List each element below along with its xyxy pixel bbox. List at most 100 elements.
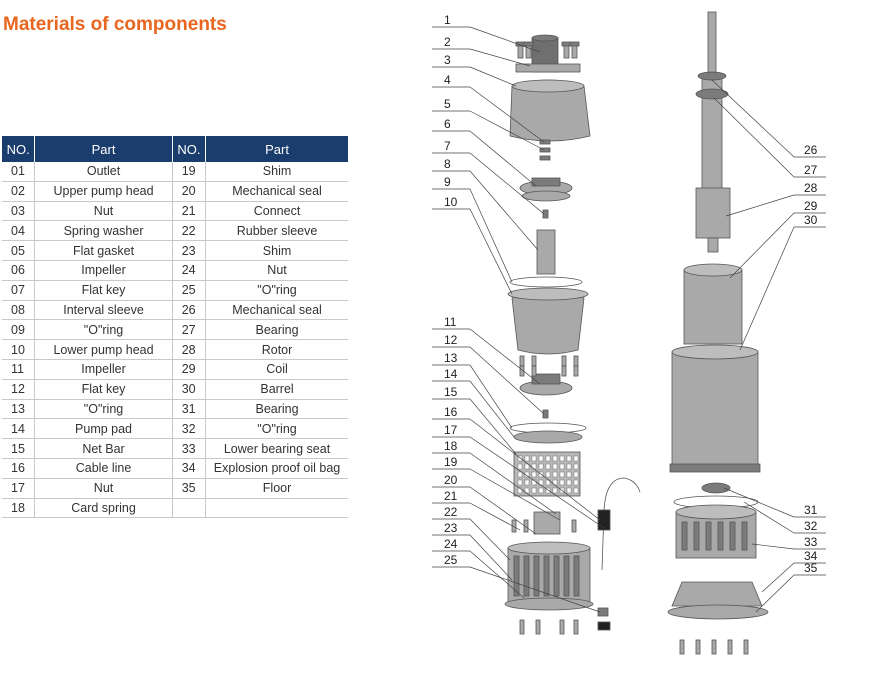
- cell-part: Pump pad: [34, 418, 173, 440]
- cell-no: 28: [172, 339, 207, 360]
- seat-rib: [717, 521, 724, 551]
- net-hole: [531, 463, 537, 470]
- leader-line: [469, 152, 545, 215]
- leader-line: [739, 226, 795, 351]
- leader-line: [711, 79, 795, 158]
- callout-label: 10: [444, 195, 458, 209]
- cell-no: 02: [2, 181, 36, 202]
- cell-part: Spring washer: [34, 220, 173, 242]
- net-hole: [566, 487, 572, 494]
- cell-part: Net Bar: [34, 438, 173, 459]
- cell-no: 22: [172, 220, 207, 242]
- net-hole: [531, 479, 537, 486]
- bolt-part: [535, 619, 541, 635]
- housing-rib: [573, 555, 580, 597]
- leader-line: [723, 487, 795, 518]
- leader-line: [751, 543, 795, 550]
- bolt-part: [519, 355, 525, 367]
- coil-top: [683, 263, 743, 277]
- net-hole: [517, 455, 523, 462]
- leader-line: [469, 418, 601, 521]
- cell-no: 13: [2, 399, 36, 420]
- o-ring-part: [509, 276, 583, 288]
- housing-rib: [543, 555, 550, 597]
- cell-part: Mechanical seal: [205, 181, 348, 202]
- cell-no: 05: [2, 240, 36, 261]
- callout-label: 28: [804, 181, 818, 195]
- bearing-2-part: [701, 482, 731, 494]
- leader-line: [761, 562, 795, 593]
- cell-no: 18: [2, 498, 36, 519]
- net-hole: [566, 463, 572, 470]
- cell-part: "O"ring: [205, 418, 348, 440]
- net-hole: [545, 487, 551, 494]
- bolt-part: [679, 639, 685, 655]
- callout-label: 2: [444, 35, 451, 49]
- bearing-part: [697, 71, 727, 81]
- cell-part: Impeller: [34, 260, 173, 281]
- cell-part: Bearing: [205, 319, 348, 341]
- callout-label: 35: [804, 561, 818, 575]
- cell-part: Coil: [205, 359, 348, 380]
- net-hole: [517, 487, 523, 494]
- leader-line: [469, 208, 513, 295]
- leader-line: [469, 502, 521, 531]
- cell-part: Flat gasket: [34, 240, 173, 261]
- cell-no: 11: [2, 359, 36, 380]
- net-hole: [573, 471, 579, 478]
- callout-label: 12: [444, 333, 458, 347]
- cell-no: 35: [172, 478, 207, 499]
- net-hole: [566, 455, 572, 462]
- cell-part: Rubber sleeve: [205, 220, 348, 242]
- callout-label: 21: [444, 489, 458, 503]
- net-hole: [517, 471, 523, 478]
- callout-label: 32: [804, 519, 818, 533]
- net-hole: [552, 463, 558, 470]
- barrel-ring: [669, 463, 761, 473]
- net-hole: [573, 487, 579, 494]
- callout-label: 7: [444, 139, 451, 153]
- bolt-part: [727, 639, 733, 655]
- leader-line: [469, 398, 517, 455]
- cell-no: 19: [172, 162, 207, 182]
- bolt-part: [571, 519, 577, 533]
- cell-no: 07: [2, 280, 36, 301]
- net-hole: [545, 455, 551, 462]
- net-hole: [538, 487, 544, 494]
- cell-part: Interval sleeve: [34, 300, 173, 321]
- cell-no: 01: [2, 162, 36, 182]
- net-hole: [573, 463, 579, 470]
- leader-line: [469, 110, 545, 151]
- cell-no: 17: [2, 478, 36, 499]
- callout-labels: 1234567891011121314151617181920212223242…: [444, 13, 818, 575]
- coil-part: [683, 269, 743, 345]
- upper-pump-head-top: [511, 79, 585, 93]
- callout-label: 13: [444, 351, 458, 365]
- rotor-part: [695, 187, 731, 239]
- callout-label: 9: [444, 175, 451, 189]
- cell-no: 21: [172, 201, 207, 222]
- cell-no: 09: [2, 319, 36, 341]
- seat-rib: [741, 521, 748, 551]
- lower-pump-head-part: [511, 292, 585, 355]
- callout-label: 17: [444, 423, 458, 437]
- cell-no: 14: [2, 418, 36, 440]
- leader-line: [469, 436, 605, 529]
- barrel-part: [671, 351, 759, 471]
- bolt-part: [531, 365, 537, 377]
- cell-no: 15: [2, 438, 36, 459]
- header-no-2: NO.: [172, 136, 207, 162]
- washer-part: [539, 147, 551, 153]
- cell-part: "O"ring: [34, 319, 173, 341]
- impeller-base: [521, 190, 571, 202]
- leader-line: [729, 212, 795, 279]
- page-title: Materials of components: [3, 14, 227, 35]
- cell-part: Nut: [34, 478, 173, 499]
- net-hole: [531, 487, 537, 494]
